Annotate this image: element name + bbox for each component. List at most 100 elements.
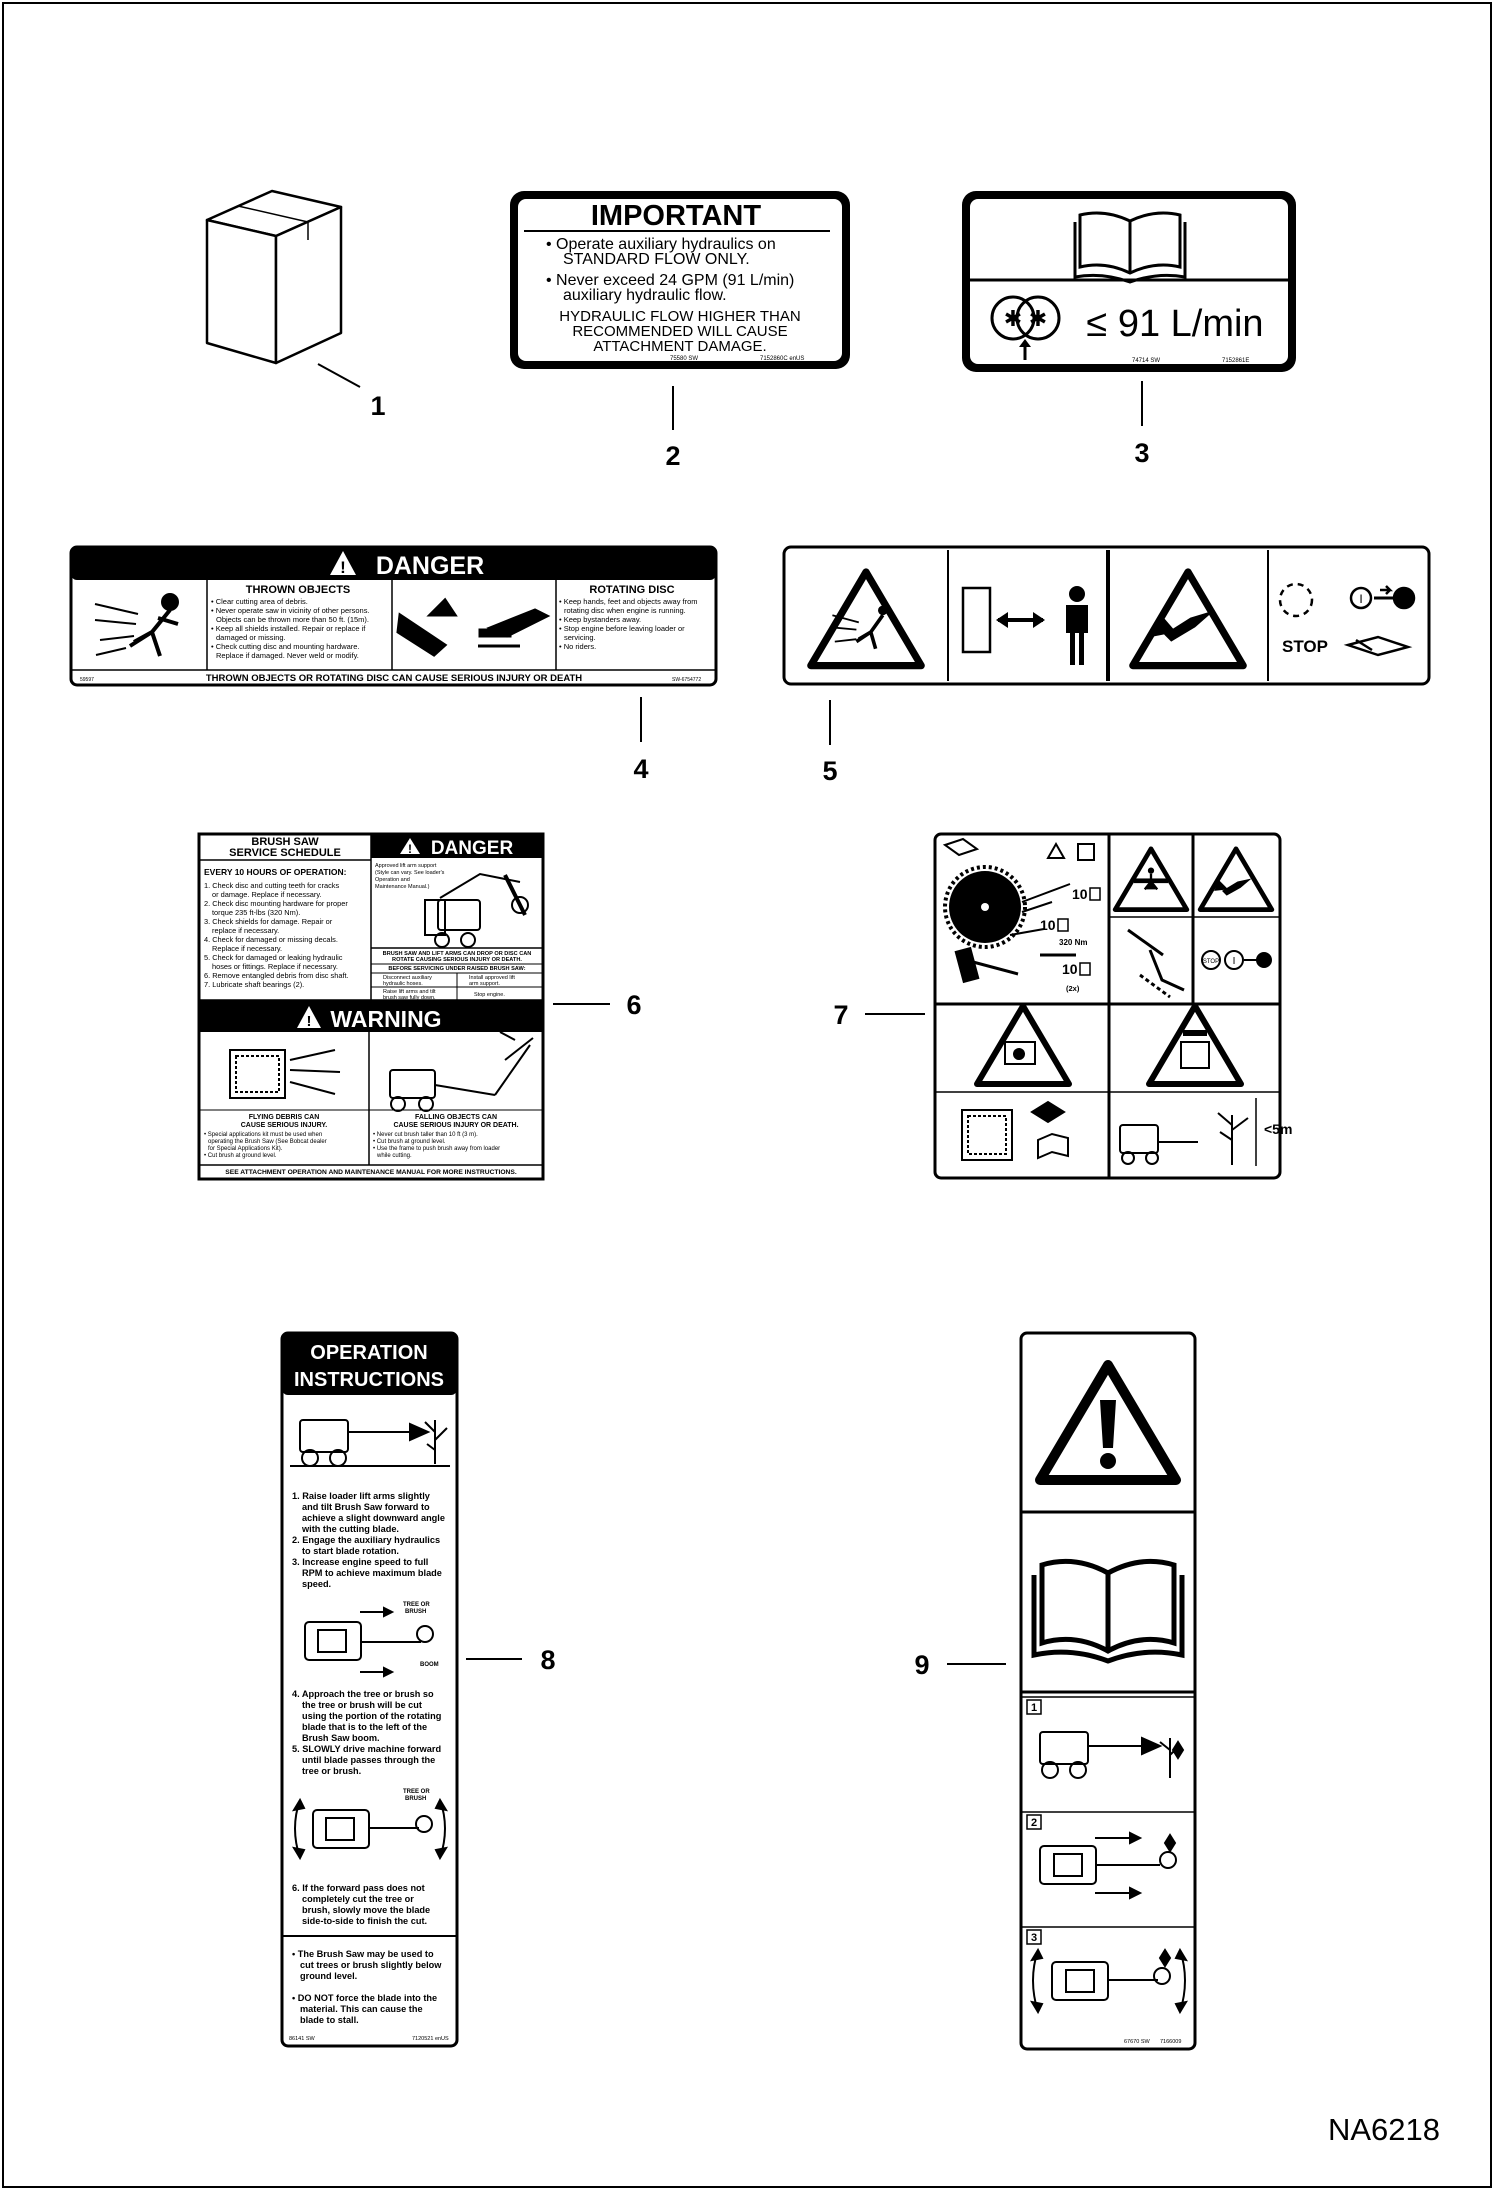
svg-text:4. Check for damaged or missin: 4. Check for damaged or missing decals.	[204, 935, 338, 944]
svg-text:side-to-side to finish the cut: side-to-side to finish the cut.	[302, 1916, 427, 1926]
flow-limit-text: ≤ 91 L/min	[1086, 303, 1263, 345]
decal-pictorial-warning: I STOP	[782, 545, 1431, 686]
svg-text:!: !	[408, 842, 412, 856]
svg-text:damaged or missing.: damaged or missing.	[216, 633, 286, 642]
support-note: Approved lift arm support (Style can var…	[375, 863, 445, 890]
svg-text:with the cutting blade.: with the cutting blade.	[301, 1524, 399, 1534]
svg-text:!: !	[340, 558, 346, 577]
svg-text:to start blade rotation.: to start blade rotation.	[302, 1546, 399, 1556]
hours-label: 10	[1072, 886, 1088, 902]
part-number: 59597	[80, 677, 94, 683]
svg-text:torque 235 ft-lbs (320 Nm).: torque 235 ft-lbs (320 Nm).	[212, 908, 300, 917]
important-caution: HYDRAULIC FLOW HIGHER THAN	[559, 308, 800, 325]
hand-cut-triangle	[1200, 849, 1272, 910]
svg-text:• Never operate saw in vicinit: • Never operate saw in vicinity of other…	[211, 606, 370, 615]
tree-cut-illustration	[1119, 1098, 1257, 1166]
panel1-side-view	[1039, 1731, 1185, 1779]
stop-button-icon	[1201, 950, 1221, 970]
barcode	[672, 362, 832, 367]
debris-heading: CAUSE SERIOUS INJURY.	[241, 1122, 328, 1129]
cutting-hazard-triangle	[1133, 572, 1243, 666]
manual-book-icon-large	[1031, 1558, 1185, 1664]
important-line: • Never exceed 24 GPM (91 L/min)	[546, 272, 794, 289]
part-number: 7120521 enUS	[412, 2036, 449, 2042]
instructions-title: OPERATION	[310, 1342, 427, 1364]
svg-text:• Cut brush at ground level.: • Cut brush at ground level.	[373, 1139, 446, 1145]
svg-text:rotating disc when engine is r: rotating disc when engine is running.	[564, 606, 686, 615]
svg-text:1. Raise loader lift arms slig: 1. Raise loader lift arms slightly	[292, 1491, 431, 1501]
callout-9: 9	[914, 1650, 929, 1680]
before-servicing: BEFORE SERVICING UNDER RAISED BRUSH SAW:	[388, 966, 525, 972]
svg-text:using the portion of the rotat: using the portion of the rotating	[302, 1711, 441, 1721]
svg-text:Operation and: Operation and	[375, 877, 410, 883]
part-number: 7152860C enUS	[760, 356, 804, 362]
svg-text:the tree or brush will be cut: the tree or brush will be cut	[302, 1700, 422, 1710]
tree-label: BRUSH	[405, 1609, 426, 1615]
svg-text:achieve a slight downward angl: achieve a slight downward angle	[302, 1513, 445, 1523]
manual-book-icon	[1073, 211, 1187, 284]
stop-engine-pictogram: I	[1278, 582, 1416, 657]
thrown-objects-triangle-small	[977, 1006, 1069, 1084]
boom-label: BOOM	[420, 1662, 439, 1668]
thrown-objects-pictogram	[94, 593, 179, 657]
svg-text:• No riders.: • No riders.	[559, 642, 596, 651]
important-title: IMPORTANT	[591, 200, 762, 232]
svg-text:Objects can be thrown more tha: Objects can be thrown more than 50 ft. (…	[216, 615, 369, 624]
panel3-side-to-side	[1029, 1947, 1189, 2015]
lift-arm-support-icon	[1127, 928, 1185, 999]
svg-text:2. Engage the auxiliary hydrau: 2. Engage the auxiliary hydraulics	[292, 1535, 440, 1545]
callout-1: 1	[370, 391, 385, 421]
svg-text:• Keep bystanders away.: • Keep bystanders away.	[559, 615, 641, 624]
svg-text:4. Approach the tree or brush: 4. Approach the tree or brush so	[292, 1689, 434, 1699]
svg-text:Maintenance Manual.): Maintenance Manual.)	[375, 884, 430, 890]
torque-label: 320 Nm	[1059, 938, 1087, 947]
tree-label: BRUSH	[405, 1796, 426, 1802]
callout-5: 5	[822, 756, 837, 786]
svg-text:operating the Brush Saw (See B: operating the Brush Saw (See Bobcat deal…	[208, 1139, 327, 1145]
top-view-side-to-side	[291, 1797, 449, 1861]
falling-heading: FALLING OBJECTS CAN	[415, 1114, 497, 1121]
svg-text:while cutting.: while cutting.	[376, 1153, 412, 1159]
crush-hazard-triangle	[1115, 849, 1187, 910]
svg-text:material. This can cause the: material. This can cause the	[300, 2004, 423, 2014]
svg-text:6. If the forward pass does no: 6. If the forward pass does not	[292, 1883, 425, 1893]
svg-text:for Special Applications Kit).: for Special Applications Kit).	[208, 1146, 283, 1152]
callout-6: 6	[626, 990, 641, 1020]
part-number: SW-6754772	[672, 677, 701, 683]
panel-number: 1	[1031, 1702, 1037, 1714]
svg-text:✱: ✱	[1004, 306, 1022, 331]
drop-warning: BRUSH SAW AND LIFT ARMS CAN DROP OR DISC…	[383, 951, 532, 957]
important-line: auxiliary hydraulic flow.	[563, 287, 727, 304]
svg-text:I: I	[1359, 592, 1362, 606]
hydraulic-flow-icon: ✱ ✱	[990, 295, 1061, 360]
important-line: STANDARD FLOW ONLY.	[563, 251, 750, 268]
shield-kit-illustration	[961, 1100, 1069, 1161]
danger-header: DANGER	[376, 552, 484, 580]
decal-important: IMPORTANT • Operate auxiliary hydraulics…	[510, 191, 850, 369]
panel-number: 2	[1031, 1817, 1037, 1829]
flying-debris-illustration	[229, 1049, 341, 1099]
svg-text:Approved lift arm support: Approved lift arm support	[375, 863, 437, 869]
callout-3: 3	[1134, 438, 1149, 468]
svg-text:RPM to achieve maximum blade: RPM to achieve maximum blade	[302, 1568, 442, 1578]
decal-pictorial-operation: 1 2 3	[1019, 1331, 1197, 2051]
hours-label: 10	[1062, 961, 1078, 977]
saw-blade-icon	[943, 865, 1027, 949]
thrown-objects-text: • Clear cutting area of debris. • Never …	[211, 597, 370, 660]
key-off-icon: I	[1224, 950, 1272, 970]
svg-text:7. Lubricate shaft bearings (2: 7. Lubricate shaft bearings (2).	[204, 980, 304, 989]
svg-text:• Check cutting disc and mount: • Check cutting disc and mounting hardwa…	[211, 642, 360, 651]
svg-text:5. Check for damaged or leakin: 5. Check for damaged or leaking hydrauli…	[204, 953, 343, 962]
decal-flow-limit: ✱ ✱ ≤ 91 L/min 74714 SW 7152861E	[962, 191, 1296, 372]
decal-danger-thrown-objects: ! DANGER THROWN OBJECTS • Clear cutting …	[69, 545, 718, 687]
top-view-approach	[304, 1606, 434, 1678]
count-label: (2x)	[1066, 984, 1080, 993]
important-line: • Operate auxiliary hydraulics on	[546, 236, 776, 253]
hours-label: 10	[1040, 917, 1056, 933]
svg-text:or damage. Replace if necessar: or damage. Replace if necessary.	[212, 890, 322, 899]
stop-label: STOP	[1282, 637, 1328, 656]
svg-text:3. Increase engine speed to fu: 3. Increase engine speed to full	[292, 1557, 428, 1567]
decal-operation-instructions: OPERATION INSTRUCTIONS 1. Raise loader l…	[280, 1331, 459, 2048]
part-number: 86141 SW	[289, 2036, 315, 2042]
